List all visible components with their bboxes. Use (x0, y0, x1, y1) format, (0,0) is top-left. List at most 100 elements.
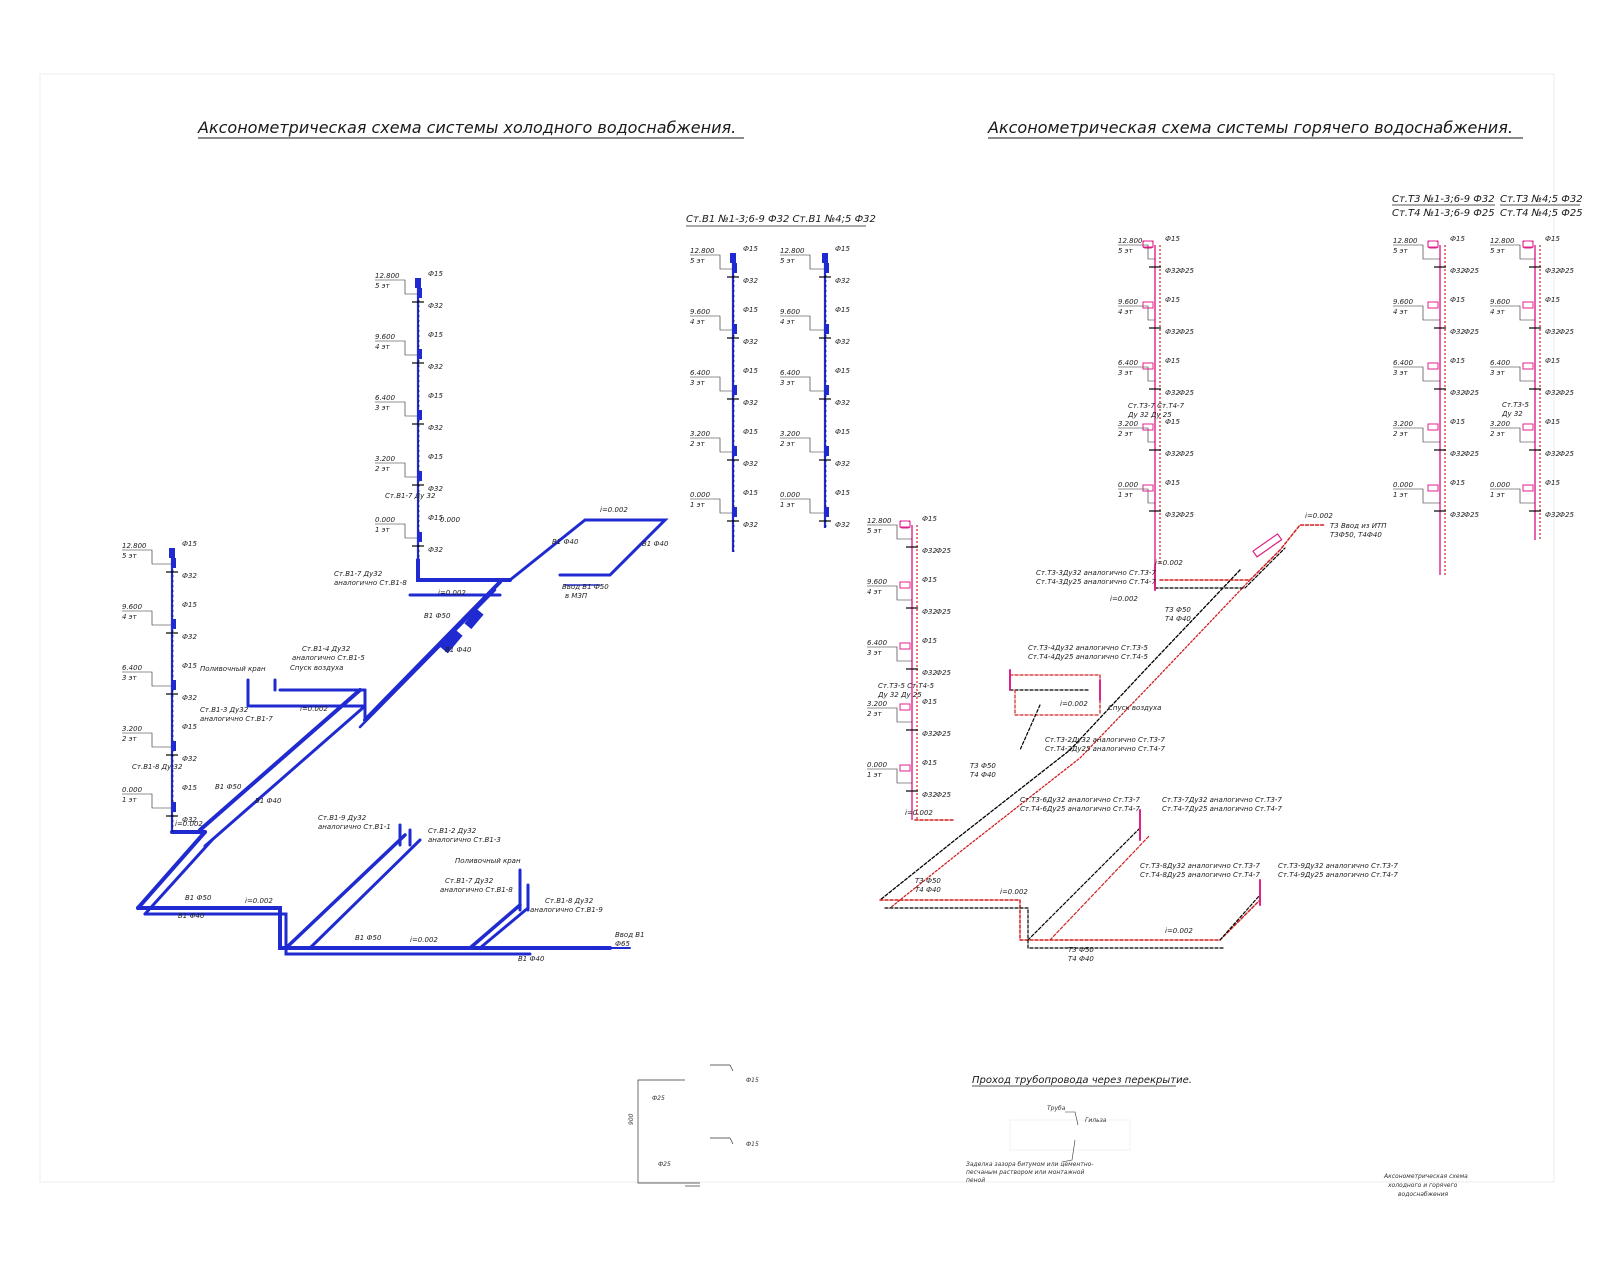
cold-riser-1-dimB-0: Ф32 (182, 572, 197, 580)
hot-riser-1-dimA-4: Ф15 (922, 759, 937, 767)
cold-label-b1d: В1 Ф40 (642, 540, 669, 548)
hot-riser-2-dimA-0: Ф15 (1450, 235, 1465, 243)
hot-riser-1-fitting-3 (899, 703, 911, 711)
hot-riser-1-dimC-2: Ф25 (936, 669, 951, 677)
cold-riser-1-level-2: 6.400 (122, 664, 143, 672)
tower-dim: 900 (628, 1113, 635, 1125)
cold-label-i4: i=0.002 (245, 897, 273, 905)
cold-riser-0-floor-3: 2 эт (375, 465, 391, 473)
cold-riser-1-floor-3: 2 эт (122, 735, 138, 743)
cold-riser-0-branch-3 (397, 462, 418, 478)
cold-riser-3-floor-2: 3 эт (780, 379, 796, 387)
cold-riser-2-dimA-2: Ф15 (743, 367, 758, 375)
hot-riser-3-level-1: 9.600 (1490, 298, 1511, 306)
cold-label-i1: i=0.002 (438, 589, 466, 597)
cold-label-i6: i=0.002 (175, 820, 203, 828)
hot-riser-2-floor-0: 5 эт (1393, 247, 1409, 255)
hot-riser-2-dimA-2: Ф15 (1450, 357, 1465, 365)
hot-riser-0-level-4: 0.000 (1118, 481, 1139, 489)
hot-label-vvodb: Т3Ф50, Т4Ф40 (1330, 531, 1382, 539)
slab-note1: Заделка зазора битумом или цементно- (966, 1161, 1094, 1168)
hot-riser-1-dimB-1: Ф32 (922, 608, 937, 616)
hot-riser-3-dimA-2: Ф15 (1545, 357, 1560, 365)
hot-pipe-12 (884, 907, 1226, 949)
cold-label-b1c: В1 Ф40 (552, 538, 579, 546)
hot-riser-2-floor-4: 1 эт (1393, 491, 1409, 499)
slab-truba: Труба (1047, 1105, 1066, 1112)
sheet-note-line2: холодного и горячего (1387, 1182, 1458, 1189)
cold-label-st2: Ст.В1-3 Ду32 (200, 706, 249, 714)
hot-riser-2-dimB-4: Ф32 (1450, 511, 1465, 519)
hot-riser-2-dimC-4: Ф25 (1464, 511, 1479, 519)
cold-riser-0-dimA-0: Ф15 (428, 270, 443, 278)
cold-riser-3-fitting-4 (824, 507, 829, 517)
hot-labels: Ст.Т3-3Ду32 аналогично Ст.Т3-7 Ст.Т4-3Ду… (877, 401, 1529, 963)
cold-riser-3-branch-1 (802, 315, 825, 331)
cold-label-st1b: аналогично Ст.В1-5 (292, 654, 365, 662)
hot-label-st2b: Ст.Т4-4Ду25 аналогично Ст.Т4-5 (1028, 653, 1148, 661)
hot-label-t3c: Т3 Ф50 (915, 877, 941, 885)
cold-label-st7b: аналогично Ст.В1-9 (530, 906, 603, 914)
cold-riser-0-floor-1: 4 эт (375, 343, 391, 351)
cold-riser-1-level-1: 9.600 (122, 603, 143, 611)
hot-riser-1-dimB-4: Ф32 (922, 791, 937, 799)
hot-riser-0-branch-4 (1140, 488, 1155, 504)
cold-riser-1-dimA-3: Ф15 (182, 723, 197, 731)
hot-riser-0-branch-2 (1140, 366, 1155, 382)
cold-riser-0-fitting-2 (417, 410, 422, 420)
hot-label-st4b: Ст.Т4-6Ду25 аналогично Ст.Т4-7 (1020, 805, 1140, 813)
hot-riser-1-dimC-4: Ф25 (936, 791, 951, 799)
hot-pipe-diag-1 (879, 569, 1241, 901)
cold-riser-2-floor-0: 5 эт (690, 257, 706, 265)
hot-label-st3: Ст.Т3-2Ду32 аналогично Ст.Т3-7 (1045, 736, 1165, 744)
hot-title: Аксонометрическая схема системы горячего… (987, 118, 1513, 137)
hot-riser-3-floor-0: 5 эт (1490, 247, 1506, 255)
cold-label-st4b: аналогично Ст.В1-1 (318, 823, 391, 831)
cold-label-vvod2b: Ф65 (615, 940, 630, 948)
hot-riser-0-fitting-1 (1142, 301, 1154, 309)
hot-riser-0-floor-4: 1 эт (1118, 491, 1134, 499)
slab-detail-title: Проход трубопровода через перекрытие. (972, 1074, 1192, 1086)
cold-label-spusk: Спуск воздуха (290, 664, 343, 672)
hot-riser-2-branch-2 (1415, 366, 1440, 382)
hot-riser-2-branch-3 (1415, 427, 1440, 443)
hot-label-riser-b2: Ду 32 Ду 25 (877, 691, 922, 699)
cold-riser-1-fitting-2 (171, 680, 176, 690)
hot-riser-2-dimA-3: Ф15 (1450, 418, 1465, 426)
cold-riser-3-dimB-4: Ф32 (835, 521, 850, 529)
hot-header-a2: Ст.Т4 №1-3;6-9 Ф25 (1392, 208, 1495, 219)
hot-valve-1 (1252, 533, 1283, 558)
hot-label-t4b: Т4 Ф40 (970, 771, 996, 779)
hot-riser-3-dimC-1: Ф25 (1559, 328, 1574, 336)
cold-label-i5: i=0.002 (600, 506, 628, 514)
hot-riser-1-branch-0 (889, 524, 912, 540)
slab-outline (1009, 1119, 1131, 1151)
hot-riser-1-branch-1 (889, 585, 912, 601)
hot-riser-2-fitting-4 (1427, 484, 1439, 492)
hot-riser-2-dimC-3: Ф25 (1464, 450, 1479, 458)
cold-label-st5b: аналогично Ст.В1-3 (428, 836, 501, 844)
hot-riser-1-floor-4: 1 эт (867, 771, 883, 779)
hot-riser-3-level-0: 12.800 (1490, 237, 1515, 245)
cold-riser-0-fitting-1 (417, 349, 422, 359)
hot-riser-3-dimC-0: Ф25 (1559, 267, 1574, 275)
hot-riser-3-floor-2: 3 эт (1490, 369, 1506, 377)
cold-riser-3-dimA-0: Ф15 (835, 245, 850, 253)
cold-riser-1-fitting-1 (171, 619, 176, 629)
cold-riser-3-branch-0 (802, 254, 825, 270)
cold-riser-2-branch-2 (712, 376, 733, 392)
slab-leader-1 (1065, 1111, 1079, 1126)
hot-riser-0-dimC-4: Ф25 (1179, 511, 1194, 519)
cold-label-b1j: В1 Ф40 (518, 955, 545, 963)
cold-riser-0-branch-1 (397, 340, 418, 356)
hot-label-st5: Ст.Т3-7Ду32 аналогично Ст.Т3-7 (1162, 796, 1282, 804)
cold-riser-3-dimB-0: Ф32 (835, 277, 850, 285)
cold-pipe-14 (136, 830, 207, 910)
hot-label-st6: Ст.Т3-8Ду32 аналогично Ст.Т3-7 (1140, 862, 1260, 870)
hot-pipe-6 (1009, 674, 1101, 716)
hot-label-st2: Ст.Т3-4Ду32 аналогично Ст.Т3-5 (1028, 644, 1148, 652)
hot-riser-0-fitting-4 (1142, 484, 1154, 492)
hot-riser-3-branch-2 (1512, 366, 1535, 382)
hot-pipe-13 (1027, 827, 1141, 941)
hot-label-riser-b: Ст.Т3-5 Ст.Т4-5 (878, 682, 935, 690)
